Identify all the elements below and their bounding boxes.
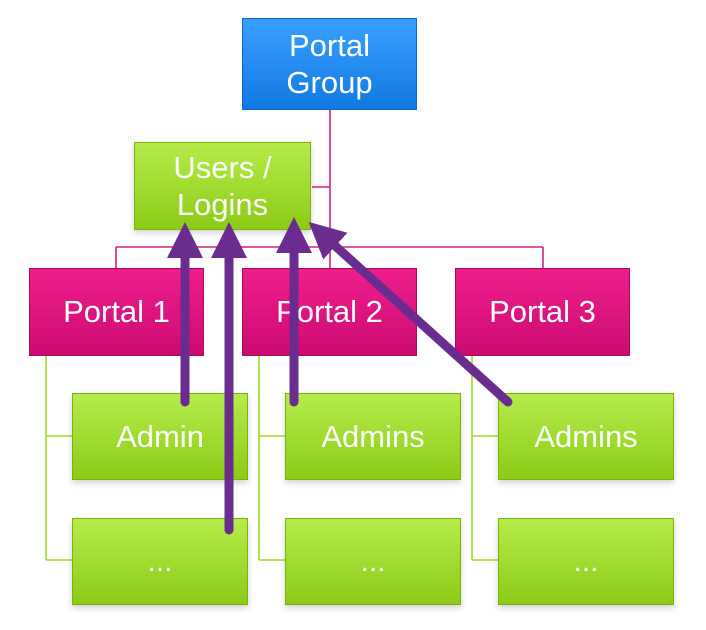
node-admin-1-label: Admin — [116, 418, 204, 454]
node-portal-1-label: Portal 1 — [63, 294, 170, 330]
node-admin-1: Admin — [72, 393, 248, 480]
node-portal-group: Portal Group — [242, 18, 417, 110]
node-portal-2-label: Portal 2 — [276, 294, 383, 330]
node-portal-group-label: Portal Group — [286, 27, 373, 100]
node-more-2: ... — [285, 518, 461, 605]
node-more-3-label: ... — [573, 544, 599, 578]
node-more-3: ... — [498, 518, 674, 605]
node-users-logins-label: Users / Logins — [173, 149, 272, 222]
node-admins-2-label: Admins — [321, 418, 425, 454]
node-users-logins: Users / Logins — [134, 142, 311, 230]
node-admins-3-label: Admins — [534, 418, 638, 454]
node-portal-3-label: Portal 3 — [489, 294, 596, 330]
node-portal-2: Portal 2 — [242, 268, 417, 356]
node-admins-2: Admins — [285, 393, 461, 480]
node-more-2-label: ... — [360, 544, 386, 578]
node-more-1-label: ... — [147, 544, 173, 578]
node-portal-1: Portal 1 — [29, 268, 204, 356]
node-admins-3: Admins — [498, 393, 674, 480]
node-more-1: ... — [72, 518, 248, 605]
node-portal-3: Portal 3 — [455, 268, 630, 356]
